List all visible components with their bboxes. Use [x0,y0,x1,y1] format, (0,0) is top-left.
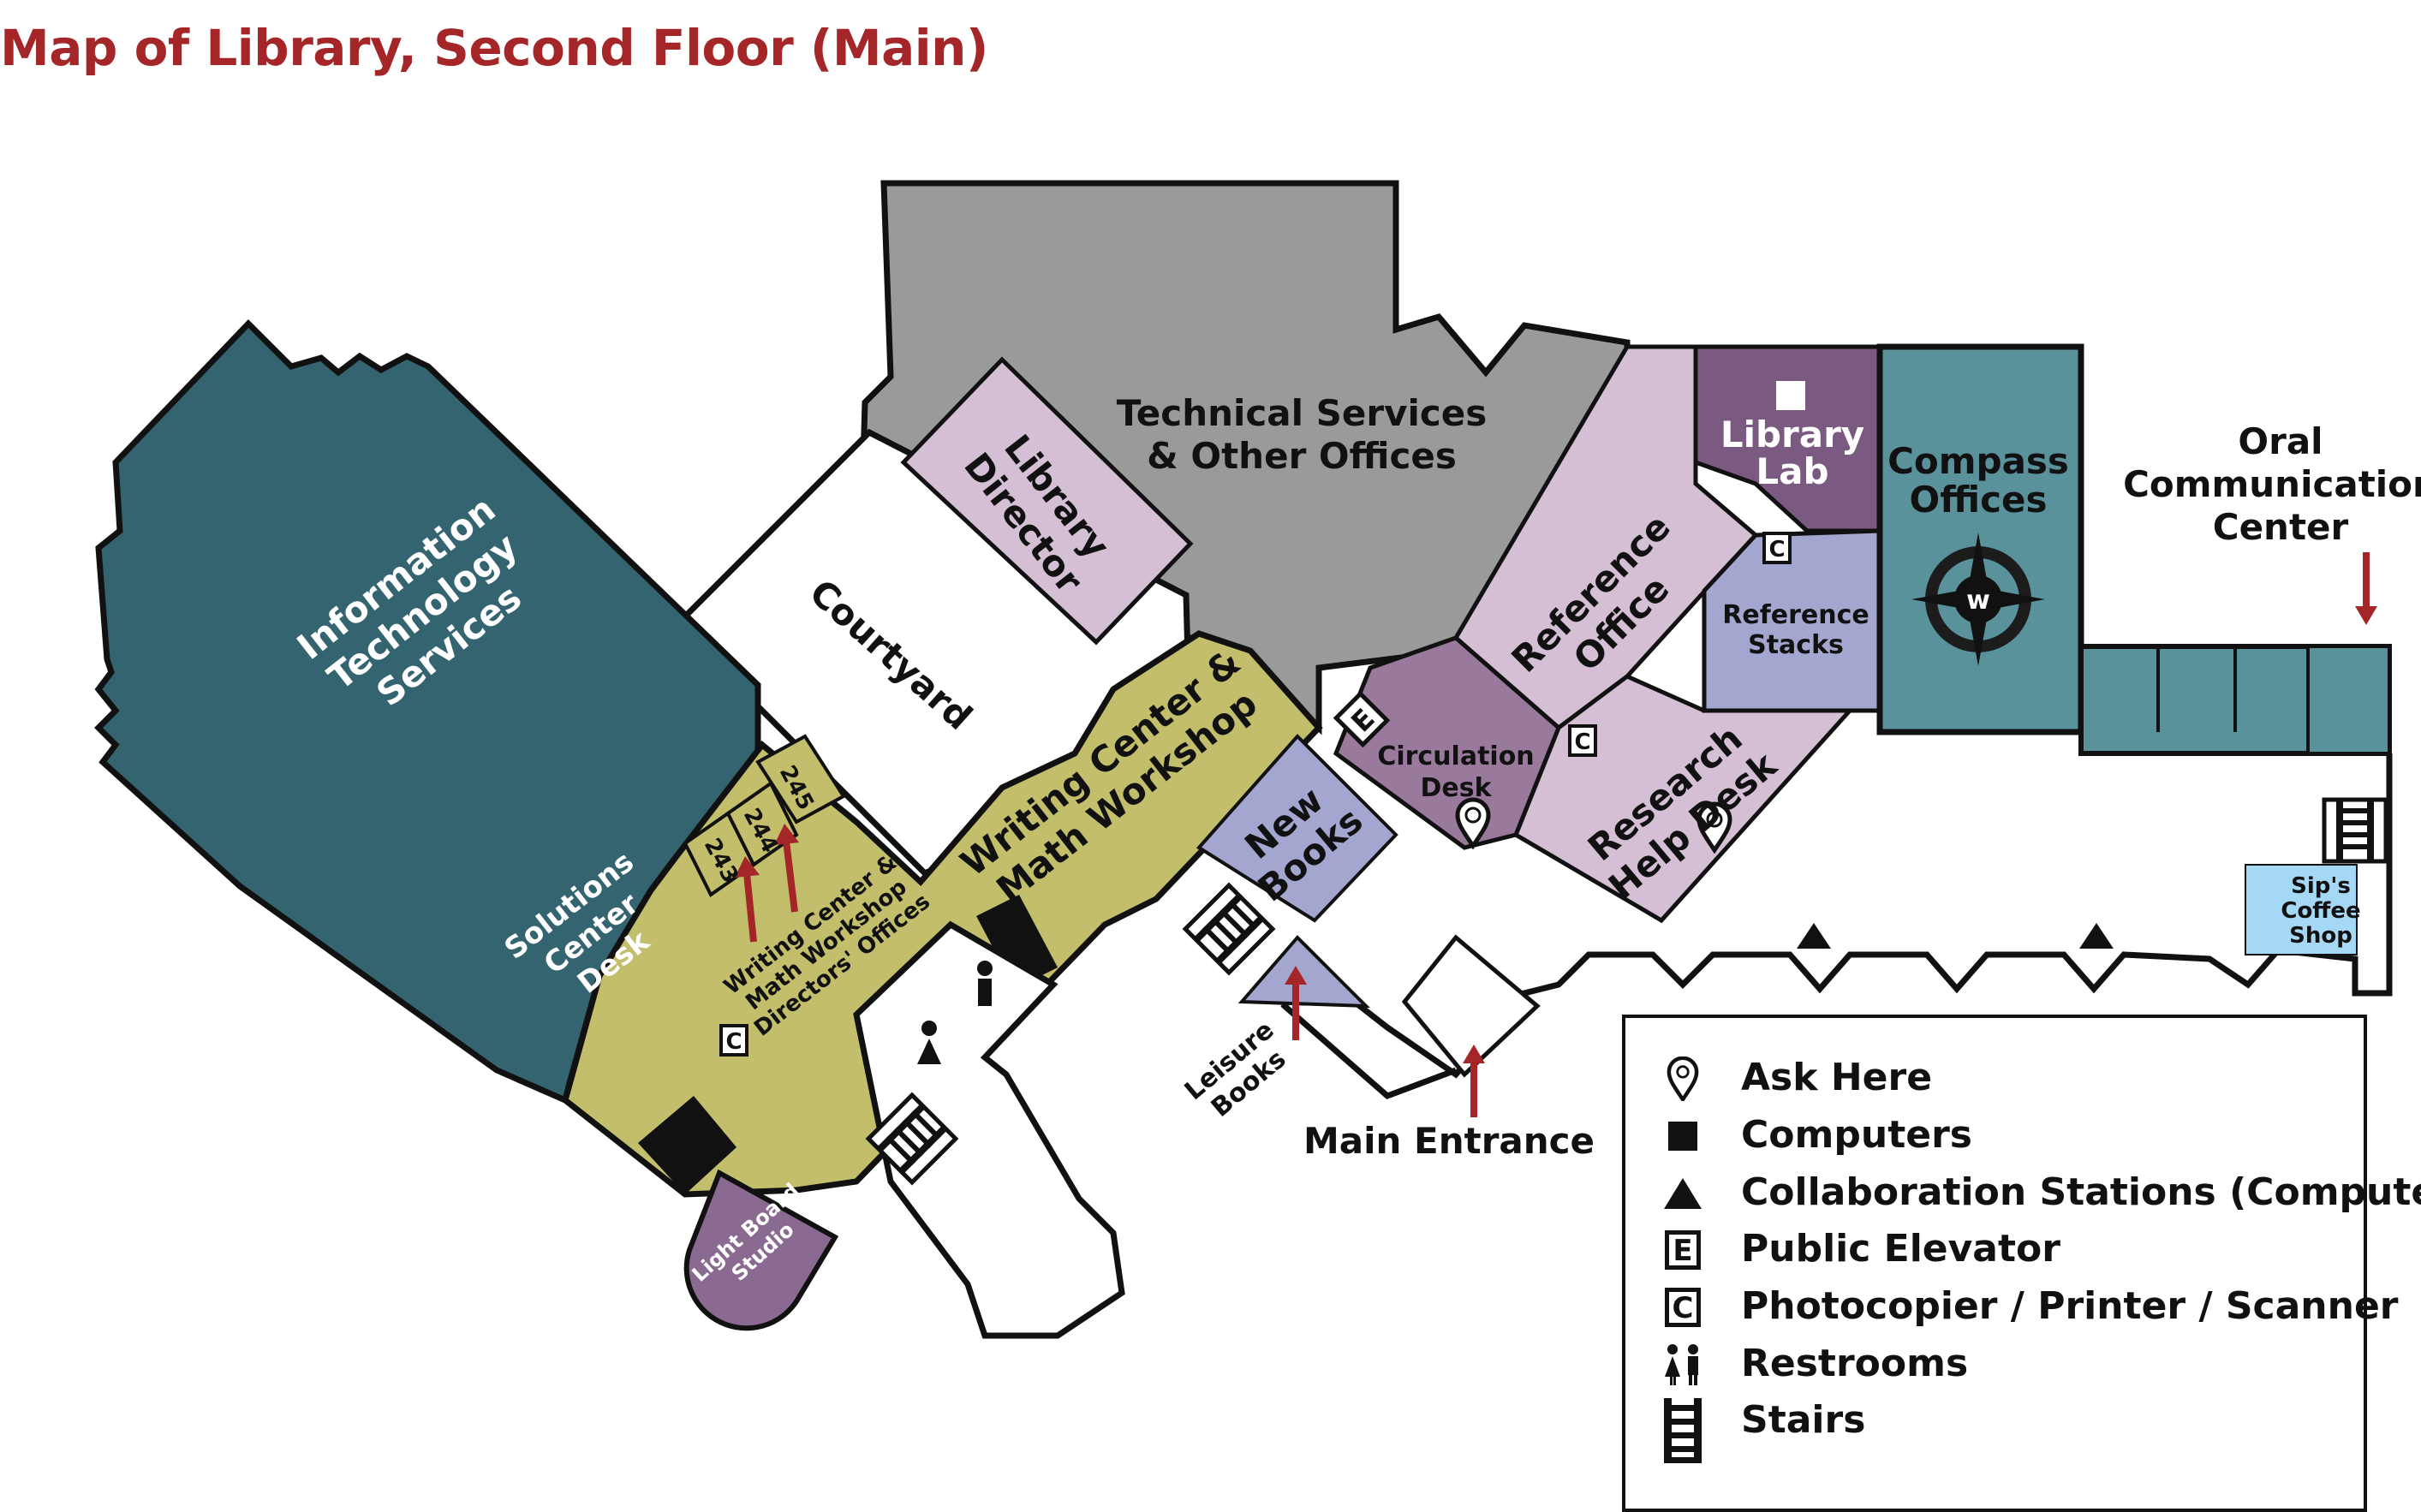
legend-label: Stairs [1741,1398,1866,1442]
arrow-leisure-books-icon [1285,966,1307,1040]
svg-text:Library: Library [1720,414,1864,455]
collaboration-station-icon [1797,923,1831,949]
stairs-icon [1185,885,1273,973]
ask-here-icon [1661,1057,1704,1101]
svg-text:w: w [1966,586,1990,616]
circulation-desk-area [1333,635,1561,850]
collaboration-station-icon [2079,923,2114,949]
svg-text:Reference: Reference [1722,600,1869,630]
oral-communication-label: Oral Communication Center [2123,420,2421,548]
restroom-icon [1661,1343,1704,1386]
arrow-to-offices-icon [735,824,799,943]
svg-text:Circulation: Circulation [1377,741,1534,771]
svg-text:Center: Center [2213,506,2349,548]
reference-stacks-label: Reference Stacks [1722,600,1869,660]
arrow-main-entrance-icon [1463,1045,1485,1117]
room-245 [755,734,846,824]
stairs-icon [1661,1398,1704,1463]
copier-icon [1762,532,1792,564]
svg-text:Offices: Offices [1910,479,2048,521]
copier-icon [719,1024,748,1057]
circulation-desk-label: Circulation Desk [1377,741,1534,803]
computer-icon [1661,1115,1704,1158]
light-board-studio [683,1169,839,1331]
svg-text:Coffee: Coffee [2281,898,2360,924]
compass-logo-icon: w [1911,533,2045,666]
east-corridor-wall [1280,753,2393,1100]
legend-label: Restrooms [1741,1342,1969,1385]
legend-row-elevator: E Public Elevator [1625,1223,2364,1275]
copier-icon [1568,724,1597,757]
legend-row-copier: C Photocopier / Printer / Scanner [1625,1281,2399,1332]
computer-icon [1776,381,1805,410]
service-block [976,895,1058,989]
svg-text:& Other Offices: & Other Offices [1147,435,1457,477]
arrow-oral-communication-icon [2355,552,2377,625]
writing-center-room [562,630,1323,1198]
legend-label: Computers [1741,1113,1972,1157]
elevator-icon: E [1333,690,1391,748]
legend-row-ask-here: Ask Here [1625,1052,2364,1104]
svg-text:Shop: Shop [2289,923,2352,949]
coffee-shop-label: Sip's Coffee Shop [2281,873,2360,949]
legend-label: Ask Here [1741,1056,1933,1099]
stairs-icon [2324,800,2386,861]
new-books-area [1196,734,1398,923]
main-entrance-label: Main Entrance [1303,1120,1595,1162]
elevator-icon: E [1661,1229,1704,1271]
library-lab-label: Library Lab [1720,414,1864,492]
legend-row-computers: Computers [1625,1110,2364,1161]
svg-text:Sip's: Sip's [2291,873,2351,899]
main-entrance-vestibule [1401,934,1541,1078]
east-wing-end [2306,645,2391,755]
technical-services-label: Technical Services & Other Offices [1117,392,1488,477]
restroom-icon [917,1021,941,1064]
svg-text:Communication: Communication [2123,463,2421,505]
legend-label: Public Elevator [1741,1227,2060,1271]
copier-icon: C [1661,1286,1704,1329]
svg-text:Lab: Lab [1756,450,1828,492]
reference-stacks-room [1702,528,1882,713]
svg-text:Technical Services: Technical Services [1117,392,1488,434]
legend-row-collaboration: Collaboration Stations (Computers) [1625,1167,2421,1218]
leisure-books-area [1237,935,1371,1009]
coffee-shop-area [2245,864,2358,955]
svg-text:Desk: Desk [1420,773,1492,803]
legend: Ask Here Computers Collaboration Station… [1622,1015,2421,1512]
library-director-room [900,356,1194,646]
svg-text:Oral: Oral [2238,420,2323,462]
elevator-shaft-block [638,1096,736,1194]
map-title: Map of Library, Second Floor (Main) [0,19,988,77]
legend-row-stairs: Stairs [1625,1395,2364,1463]
restroom-icon [977,961,993,1006]
compass-offices-room [1876,343,2084,735]
legend-label: Photocopier / Printer / Scanner [1741,1284,2399,1328]
compass-offices-label: Compass Offices [1887,440,2069,521]
legend-label: Collaboration Stations (Computers) [1741,1170,2421,1214]
leisure-books-label: Leisure Books [1179,1015,1292,1123]
svg-text:Stacks: Stacks [1748,630,1844,660]
svg-text:Compass: Compass [1887,440,2069,482]
legend-row-restrooms: Restrooms [1625,1338,2364,1390]
collaboration-station-icon [1661,1172,1704,1215]
